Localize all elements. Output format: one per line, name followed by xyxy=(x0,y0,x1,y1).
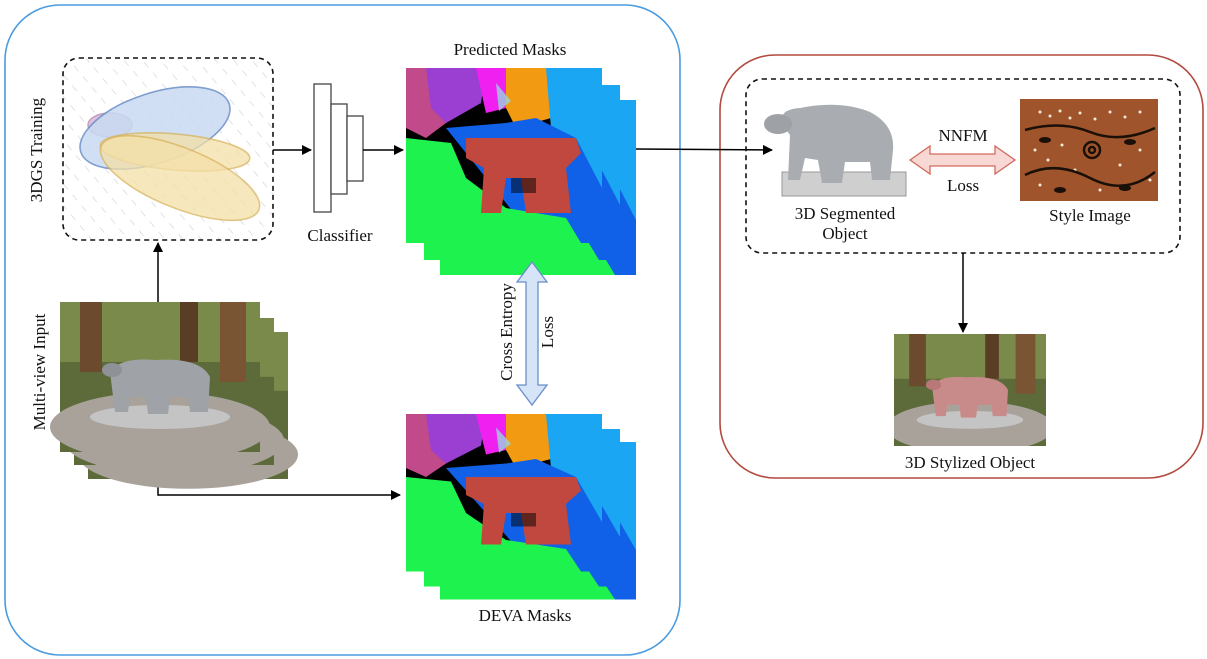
segmented-object-line1: 3D Segmented xyxy=(794,204,896,223)
segmented-object-line2: Object xyxy=(822,224,868,243)
segmented-object-image xyxy=(764,104,907,197)
style-image-label: Style Image xyxy=(1049,206,1131,225)
arrow-masks-to-segmented xyxy=(635,144,773,155)
classifier-icon xyxy=(313,83,364,213)
predicted-masks-images xyxy=(406,68,636,275)
stylized-object-image xyxy=(894,334,1046,446)
deva-masks-label: DEVA Masks xyxy=(478,606,572,625)
segmented-object-label: 3D Segmented Object xyxy=(775,204,915,244)
classifier-label: Classifier xyxy=(307,226,373,245)
gs-training-label: 3DGS Training xyxy=(27,97,46,203)
cross-entropy-arrow xyxy=(515,260,549,407)
stylized-object-label: 3D Stylized Object xyxy=(904,453,1036,472)
style-image xyxy=(1020,99,1158,201)
multiview-input-images xyxy=(50,302,298,489)
cross-entropy-loss-label: Loss xyxy=(538,315,557,349)
gaussian-ellipses xyxy=(79,86,261,222)
multiview-input-label: Multi-view Input xyxy=(30,313,49,431)
predicted-masks-label: Predicted Masks xyxy=(453,40,567,59)
cross-entropy-label: Cross Entropy xyxy=(497,283,516,381)
left-panel xyxy=(4,4,681,656)
nnfm-loss-label: Loss xyxy=(946,176,980,195)
right-panel xyxy=(719,54,1204,479)
deva-masks-images xyxy=(406,414,636,600)
nnfm-arrow xyxy=(908,144,1017,176)
nnfm-label: NNFM xyxy=(938,126,988,145)
